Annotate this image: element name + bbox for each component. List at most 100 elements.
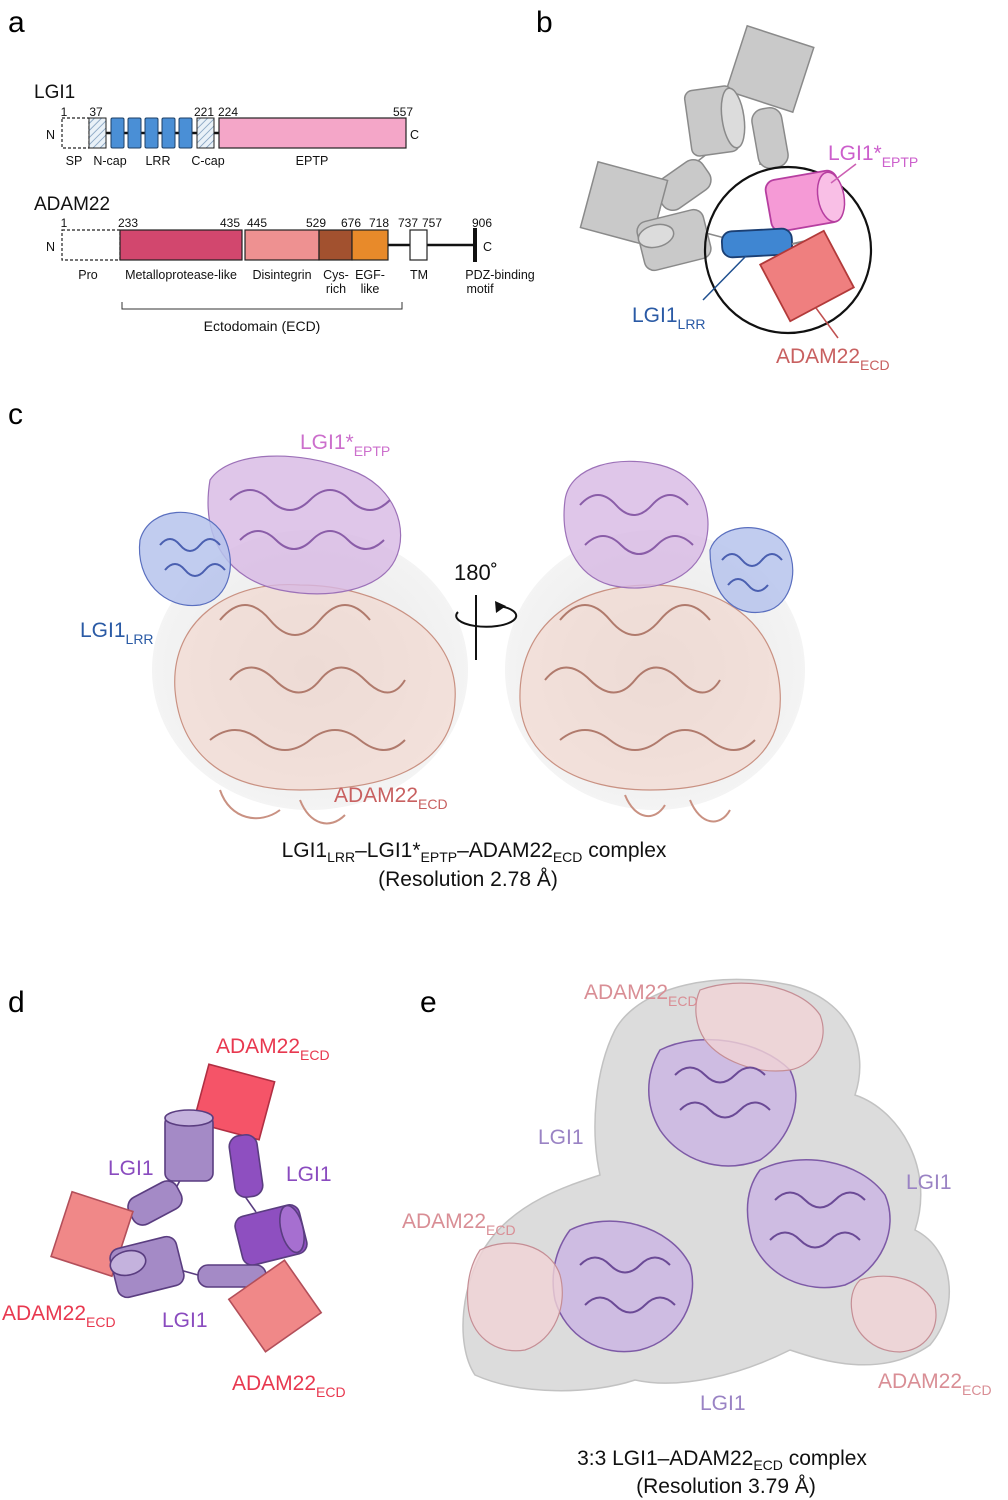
- b-eptp-cylinder-face: [816, 171, 846, 223]
- panel-label-d: d: [8, 986, 25, 1019]
- lgi1-label-lrr: LRR: [145, 154, 170, 168]
- adam22-label-metalloprotease: Metalloprotease-like: [125, 268, 237, 282]
- b-grey-cylinder-face-left: [637, 223, 675, 249]
- d-lgi1-cylinder-right-face: [279, 1204, 305, 1254]
- adam22-cys-rich-box: [318, 229, 353, 261]
- d-adam-label-right: ADAM22ECD: [232, 1372, 346, 1400]
- lgi1-lrr-repeat-4: [161, 117, 176, 149]
- adam22-n-terminus: N: [46, 240, 55, 254]
- b-grey-cylinder-face-top: [720, 87, 746, 149]
- b-zoom-circle: [703, 165, 873, 335]
- b-grey-context: [579, 24, 815, 272]
- panel-label-b: b: [536, 6, 553, 39]
- adam22-label-cys: Cys-: [323, 268, 349, 282]
- panel-label-e: e: [420, 986, 437, 1019]
- adam22-label-pro: Pro: [78, 268, 98, 282]
- c-structure-right: [505, 460, 805, 823]
- adam22-pos-718: 718: [369, 216, 389, 230]
- e-adam-top: [695, 982, 824, 1072]
- d-adam-label-left: ADAM22ECD: [2, 1302, 116, 1330]
- d-lgi1-small-right: [228, 1133, 264, 1199]
- d-adam-label-top: ADAM22ECD: [216, 1035, 330, 1063]
- adam22-pos-676: 676: [341, 216, 361, 230]
- adam22-label-like: like: [361, 282, 380, 296]
- c-right-adam-loops: [624, 794, 731, 823]
- lgi1-pos-37: 37: [89, 105, 103, 119]
- c-right-lrr-strands: [721, 553, 783, 592]
- adam22-egf-like-box: [351, 229, 389, 261]
- c-lrr-label-sub: LRR: [126, 631, 154, 647]
- c-adam-label-main: ADAM22: [334, 784, 418, 807]
- adam22-tm-box: [409, 229, 428, 261]
- panel-a: a LGI1 1 37 221 224 557 N C SP N-cap LRR…: [8, 6, 535, 334]
- lgi1-n-terminus: N: [46, 128, 55, 142]
- e-adam-label-left-sub: ECD: [486, 1222, 516, 1238]
- lgi1-lrr-repeat-5: [178, 117, 193, 149]
- adam22-pro-box: [61, 229, 121, 261]
- e-caption-line1: 3:3 LGI1–ADAM22ECD complex: [577, 1447, 867, 1473]
- d-lgi1-small-left: [127, 1180, 183, 1226]
- b-lrr-label-main: LGI1: [632, 304, 678, 327]
- b-adam-label: ADAM22ECD: [776, 345, 890, 373]
- c-caption-s2: EPTP: [421, 849, 458, 865]
- lgi1-label-eptp: EPTP: [296, 154, 329, 168]
- adam22-pos-435: 435: [220, 216, 240, 230]
- c-right-lrr-domain: [709, 527, 794, 614]
- e-lgi1-label-bottom: LGI1: [700, 1392, 746, 1415]
- b-adam-leader: [815, 307, 839, 339]
- e-adam-label-right: ADAM22ECD: [878, 1370, 992, 1398]
- b-eptp-label-main: LGI1*: [828, 142, 882, 165]
- d-adam-label-left-main: ADAM22: [2, 1302, 86, 1325]
- lgi1-pos-557: 557: [393, 105, 413, 119]
- adam22-c-terminus: C: [483, 240, 492, 254]
- adam22-label-motif: motif: [466, 282, 494, 296]
- c-right-adam-strands: [544, 604, 756, 751]
- d-adam-label-top-main: ADAM22: [216, 1035, 300, 1058]
- c-right-eptp-domain: [563, 460, 709, 589]
- panel-c: c 180˚: [8, 398, 805, 891]
- c-caption-line2: (Resolution 2.78 Å): [378, 868, 558, 891]
- d-adam-label-right-sub: ECD: [316, 1384, 346, 1400]
- e-lgi1-label-right: LGI1: [906, 1171, 952, 1194]
- adam22-pos-737: 737: [398, 216, 418, 230]
- adam22-pos-233: 233: [118, 216, 138, 230]
- e-caption-p1: 3:3 LGI1–ADAM22: [577, 1447, 753, 1470]
- c-lrr-label: LGI1LRR: [80, 619, 154, 647]
- lgi1-pos-224: 224: [218, 105, 238, 119]
- e-adam-label-right-sub: ECD: [962, 1382, 992, 1398]
- b-grey-lgi-small-top: [751, 107, 789, 169]
- lgi1-signal-peptide-box: [61, 117, 90, 149]
- e-caption-line2: (Resolution 3.79 Å): [636, 1475, 816, 1498]
- e-adam-label-top: ADAM22ECD: [584, 981, 698, 1009]
- panel-d: d ADAM22ECD LGI1 LGI1 LGI1 ADAM22ECD ADA…: [2, 986, 346, 1400]
- b-lrr-bar: [720, 227, 794, 259]
- panel-label-a: a: [8, 6, 25, 39]
- c-caption-p4: complex: [582, 839, 667, 862]
- c-left-lrr-strands: [159, 538, 226, 577]
- d-adam-top: [192, 1063, 276, 1141]
- c-rotation-arc: [455, 605, 518, 628]
- lgi1-ccap-box: [196, 117, 215, 149]
- e-adam-label-top-main: ADAM22: [584, 981, 668, 1004]
- adam22-pos-445: 445: [247, 216, 267, 230]
- c-eptp-label-sub: EPTP: [354, 443, 391, 459]
- lgi1-pos-221: 221: [194, 105, 214, 119]
- adam22-label-egf: EGF-: [355, 268, 385, 282]
- lgi1-lrr-repeat-2: [127, 117, 142, 149]
- e-lgi1-strands: [579, 1066, 866, 1314]
- adam22-pos-757: 757: [422, 216, 442, 230]
- adam22-pos-529: 529: [306, 216, 326, 230]
- e-adam-label-left-main: ADAM22: [402, 1210, 486, 1233]
- c-rotation-arrowhead: [495, 601, 506, 613]
- lgi1-label-ncap: N-cap: [93, 154, 126, 168]
- c-adam-label: ADAM22ECD: [334, 784, 448, 812]
- b-adam-label-sub: ECD: [860, 357, 890, 373]
- lgi1-pos-1: 1: [61, 105, 68, 119]
- c-right-adam-domain: [519, 584, 781, 791]
- c-caption-s1: LRR: [327, 849, 355, 865]
- lgi1-lrr-repeat-3: [144, 117, 159, 149]
- d-lgi1-cylinder-left-face: [109, 1249, 147, 1277]
- d-adam-label-left-sub: ECD: [86, 1314, 116, 1330]
- c-eptp-label: LGI1*EPTP: [300, 431, 390, 459]
- lgi1-lrr-repeat-1: [110, 117, 125, 149]
